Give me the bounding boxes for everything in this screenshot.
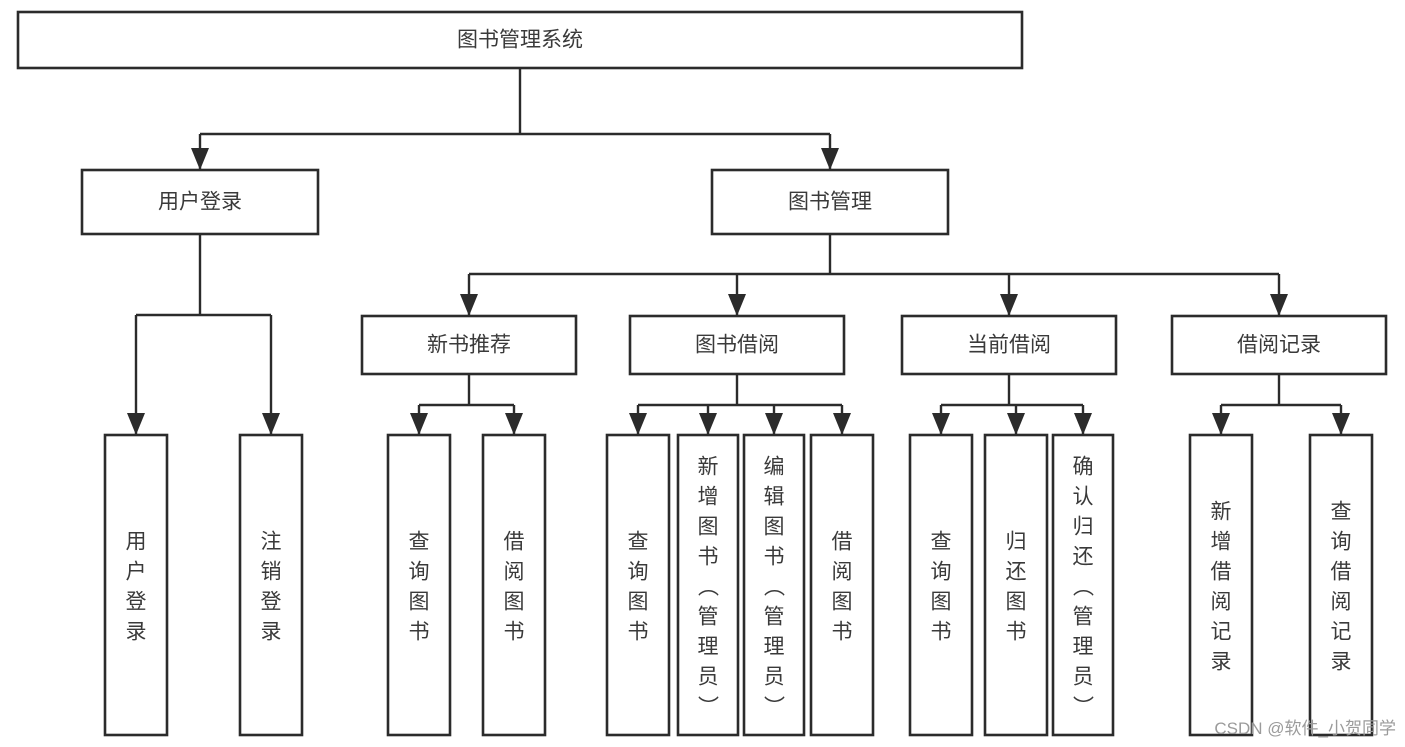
node-label: 借阅记录 [1237,334,1321,357]
node-l3-当前借阅[interactable]: 当前借阅 [900,314,1118,376]
arrow-head-icon [1074,413,1092,435]
node-l3-新书推荐[interactable]: 新书推荐 [360,314,578,376]
node-label: 编辑图书（管理员） [764,455,786,718]
node-leaf-注销登录[interactable]: 注销登录 [238,433,304,737]
arrow-head-icon [262,413,280,435]
arrow-head-icon [505,413,523,435]
node-leaf-查询图书[interactable]: 查询图书 [386,433,452,737]
arrow-head-icon [460,294,478,316]
node-leaf-编辑图书管理员[interactable]: 编辑图书（管理员） [742,433,806,737]
node-box [900,314,1118,376]
node-box [676,433,740,737]
node-label: 查询图书 [931,530,952,643]
node-label: 新增图书（管理员） [698,455,720,718]
node-leaf-查询图书[interactable]: 查询图书 [605,433,671,737]
node-leaf-新增图书管理员[interactable]: 新增图书（管理员） [676,433,740,737]
node-l2-用户登录[interactable]: 用户登录 [80,168,320,236]
arrow-head-icon [127,413,145,435]
node-label: 新增借阅记录 [1211,500,1232,673]
arrow-head-icon [932,413,950,435]
node-leaf-借阅图书[interactable]: 借阅图书 [481,433,547,737]
node-box [1188,433,1254,737]
node-box [481,433,547,737]
node-box [983,433,1049,737]
node-label: 确认归还（管理员） [1073,455,1095,718]
node-l3-借阅记录[interactable]: 借阅记录 [1170,314,1388,376]
node-leaf-确认归还管理员[interactable]: 确认归还（管理员） [1051,433,1115,737]
arrow-head-icon [1270,294,1288,316]
diagram-nodes: 图书管理系统用户登录图书管理新书推荐图书借阅当前借阅借阅记录用户登录注销登录查询… [16,10,1388,737]
node-box [628,314,846,376]
arrow-head-icon [765,413,783,435]
node-leaf-借阅图书[interactable]: 借阅图书 [809,433,875,737]
arrow-head-icon [1332,413,1350,435]
node-label: 借阅图书 [832,530,853,643]
node-label: 图书借阅 [695,334,779,357]
connector-lines [127,68,1350,435]
arrow-head-icon [410,413,428,435]
node-box [386,433,452,737]
arrow-head-icon [1000,294,1018,316]
watermark-text: CSDN @软件_小贺同学 [1214,719,1396,738]
node-label: 借阅图书 [504,530,525,643]
node-label: 当前借阅 [967,334,1051,357]
node-box [103,433,169,737]
node-label: 查询图书 [628,530,649,643]
node-box [1170,314,1388,376]
node-label: 图书管理系统 [457,29,583,52]
node-label: 用户登录 [126,530,147,643]
node-box [742,433,806,737]
arrow-head-icon [699,413,717,435]
node-leaf-查询图书[interactable]: 查询图书 [908,433,974,737]
node-label: 查询借阅记录 [1331,500,1352,673]
node-label: 新书推荐 [427,334,511,357]
node-box [238,433,304,737]
node-leaf-新增借阅记录[interactable]: 新增借阅记录 [1188,433,1254,737]
node-label: 归还图书 [1006,530,1027,643]
arrow-head-icon [821,148,839,170]
node-root-图书管理系统[interactable]: 图书管理系统 [16,10,1024,70]
arrow-head-icon [728,294,746,316]
node-box [1051,433,1115,737]
node-label: 查询图书 [409,530,430,643]
node-box [360,314,578,376]
node-box [605,433,671,737]
node-label: 注销登录 [261,530,282,643]
node-box [710,168,950,236]
node-label: 图书管理 [788,191,872,214]
node-box [80,168,320,236]
node-box [1308,433,1374,737]
node-l2-图书管理[interactable]: 图书管理 [710,168,950,236]
arrow-head-icon [1212,413,1230,435]
arrow-head-icon [191,148,209,170]
arrow-head-icon [1007,413,1025,435]
arrow-head-icon [629,413,647,435]
node-box [908,433,974,737]
node-l3-图书借阅[interactable]: 图书借阅 [628,314,846,376]
node-leaf-查询借阅记录[interactable]: 查询借阅记录 [1308,433,1374,737]
node-label: 用户登录 [158,191,242,214]
node-box [809,433,875,737]
node-leaf-用户登录[interactable]: 用户登录 [103,433,169,737]
node-leaf-归还图书[interactable]: 归还图书 [983,433,1049,737]
node-box [16,10,1024,70]
arrow-head-icon [833,413,851,435]
